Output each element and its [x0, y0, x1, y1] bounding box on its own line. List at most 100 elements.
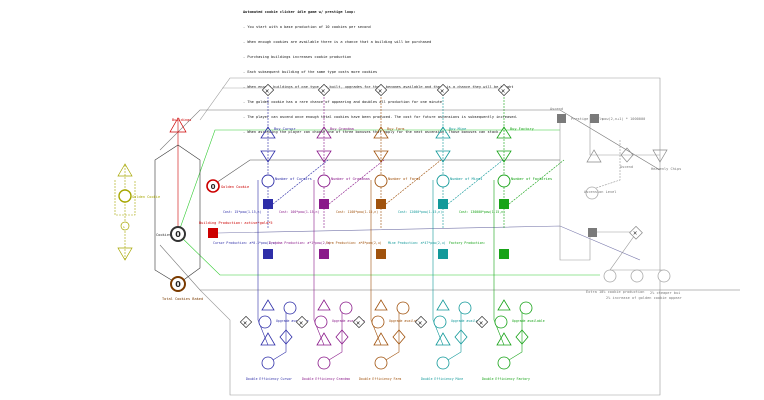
- grandma-top-gate-icon: [317, 83, 331, 97]
- farm-cost-label: Cost: 1100*pow(1.15,n): [336, 210, 378, 214]
- golden-gate-symbol: ↻: [123, 225, 125, 229]
- bonus-golden-pool: [657, 269, 671, 283]
- grandma-production-register: [319, 249, 329, 259]
- grandma-upgrade-pool: [314, 315, 328, 329]
- farm-cost-link: [385, 159, 442, 205]
- cursor-buy-icon: [260, 126, 276, 139]
- cursor-buy-label: Buy Cursor: [274, 127, 296, 131]
- factory-upgrade-line: [493, 180, 505, 346]
- cookies-label: Cookies: [156, 233, 171, 237]
- farm-upgrade-available-pool: [396, 301, 410, 315]
- outer-loop-lines: [159, 77, 740, 396]
- golden-bonus-a-label: 2% cheaper bui: [650, 291, 680, 295]
- mine-cost-register: [438, 199, 448, 209]
- golden-cookie-group: Golden Cookie ↻: [114, 163, 160, 261]
- note-line: - Purchasing buildings increases cookie …: [243, 55, 352, 59]
- grandma-count-pool: [317, 174, 331, 188]
- factory-count-pool: [497, 174, 511, 188]
- grandma-converter-icon: [316, 150, 332, 163]
- cursor-double-pool: [261, 356, 275, 370]
- farm-double-line: [380, 310, 400, 364]
- farm-upgrade-trigger-icon: [374, 299, 388, 311]
- farm-double-pool: [374, 356, 388, 370]
- cursor-top-gate-icon: [261, 83, 275, 97]
- farm-double-trigger-icon: [373, 332, 389, 346]
- cursor-cost-label: Cost: 15*pow(1.15,n): [223, 210, 261, 214]
- buildings-pool: [206, 179, 220, 193]
- cursor-double-gate-icon: [279, 329, 293, 345]
- factory-upgrade-gate-symbol: ✕: [479, 319, 483, 327]
- farm-production-label: Farm Production: a*8*pow(2,u): [326, 241, 382, 245]
- ascend-gate-icon: [620, 147, 634, 163]
- golden-cookie-label: Golden Cookie: [221, 185, 249, 189]
- ascension-register: [588, 228, 597, 237]
- factory-converter-icon: [496, 150, 512, 163]
- factory-double-label: Double Efficiency Factory: [482, 377, 530, 381]
- cursor-count-pool: [261, 174, 275, 188]
- heavenly-chips-label: Heavenly Chips: [651, 167, 681, 171]
- total-cookies-label: Total Cookies Baked: [162, 297, 203, 301]
- mine-cost-link: [447, 159, 504, 205]
- mine-top-gate-symbol: ✕: [440, 87, 444, 95]
- ascension-level-label: Ascension Level: [584, 190, 616, 194]
- factory-buy-icon: [496, 126, 512, 139]
- factory-double-pool: [497, 356, 511, 370]
- note-line: - When enough cookies are available ther…: [243, 40, 432, 44]
- cursor-upgrade-gate-icon: [239, 315, 253, 329]
- mine-double-label: Double Efficiency Mine: [421, 377, 463, 381]
- grandma-cost-link: [328, 159, 385, 205]
- grandma-double-trigger-icon: [316, 332, 332, 346]
- ascension-gate-icon: [629, 225, 643, 240]
- notes-title: Automated cookie clicker idle game w/ pr…: [243, 10, 356, 14]
- total-cookies-value: 0: [175, 280, 181, 289]
- golden-gate-icon: [120, 221, 130, 231]
- farm-buy-label: Buy Farm: [387, 127, 404, 131]
- grandma-upgrade-gate-symbol: ✕: [299, 319, 303, 327]
- mine-buy-icon: [435, 126, 451, 139]
- note-line: - Each subsequent building of the same t…: [243, 70, 378, 74]
- golden-drain-icon: [117, 247, 133, 261]
- notes-text-block: Automated cookie clicker idle game w/ pr…: [243, 0, 518, 140]
- farm-top-gate-symbol: ✕: [378, 87, 382, 95]
- golden-cookie-pool-label: Golden Cookie: [132, 195, 160, 199]
- grandma-double-label: Double Efficiency Grandma: [302, 377, 350, 381]
- grandma-double-pool: [317, 356, 331, 370]
- cursor-upgrade-pool: [258, 315, 272, 329]
- buildings-trigger-icon: [169, 117, 187, 133]
- grandma-upgrade-trigger-icon: [317, 299, 331, 311]
- grandma-upgrade-available-label: Upgrade available: [332, 319, 365, 323]
- building-production-label: Building Production: active*gold*5: [199, 221, 273, 225]
- farm-upgrade-pool: [371, 315, 385, 329]
- prestige-bonus-label: Extra 10% cookie production: [586, 290, 644, 294]
- factory-double-trigger-icon: [496, 332, 512, 346]
- note-line: - When ascending the player can choose o…: [243, 130, 501, 134]
- grandma-double-line: [323, 310, 343, 364]
- factory-cost-label: Cost: 130000*pow(1.15,n): [459, 210, 505, 214]
- cursor-production-register: [263, 249, 273, 259]
- bonus-production-pool: [603, 269, 617, 283]
- grandma-cost-label: Cost: 100*pow(1.15,n): [279, 210, 319, 214]
- grandma-production-label: Grandma Production: a*1*pow(2,u): [269, 241, 330, 245]
- factory-buy-label: Buy Factory: [510, 127, 535, 131]
- mine-double-trigger-icon: [435, 332, 451, 346]
- mine-buy-label: Buy Mine: [449, 127, 466, 131]
- grandma-upgrade-gate-icon: [295, 315, 309, 329]
- mine-upgrade-trigger-icon: [436, 299, 450, 311]
- grandma-buy-icon: [316, 126, 332, 139]
- grandma-upgrade-line: [313, 180, 325, 346]
- factory-upgrade-pool: [494, 315, 508, 329]
- cursor-top-gate-symbol: ✕: [265, 87, 269, 95]
- factory-count-label: Number of Factories: [511, 177, 552, 181]
- building-production-register: [208, 228, 218, 238]
- farm-converter-icon: [373, 150, 389, 163]
- mine-production-register: [438, 249, 448, 259]
- ascend-drain-icon: [652, 149, 668, 163]
- cursor-converter-icon: [260, 150, 276, 163]
- factory-upgrade-available-label: Upgrade available: [512, 319, 545, 323]
- factory-top-gate-icon: [497, 83, 511, 97]
- farm-upgrade-gate-symbol: ✕: [356, 319, 360, 327]
- farm-upgrade-gate-icon: [352, 315, 366, 329]
- bonus-cheaper-pool: [630, 269, 644, 283]
- cursor-double-label: Double Efficiency Cursor: [246, 377, 292, 381]
- prestige-levels-label: Prestige Levels: [571, 117, 603, 121]
